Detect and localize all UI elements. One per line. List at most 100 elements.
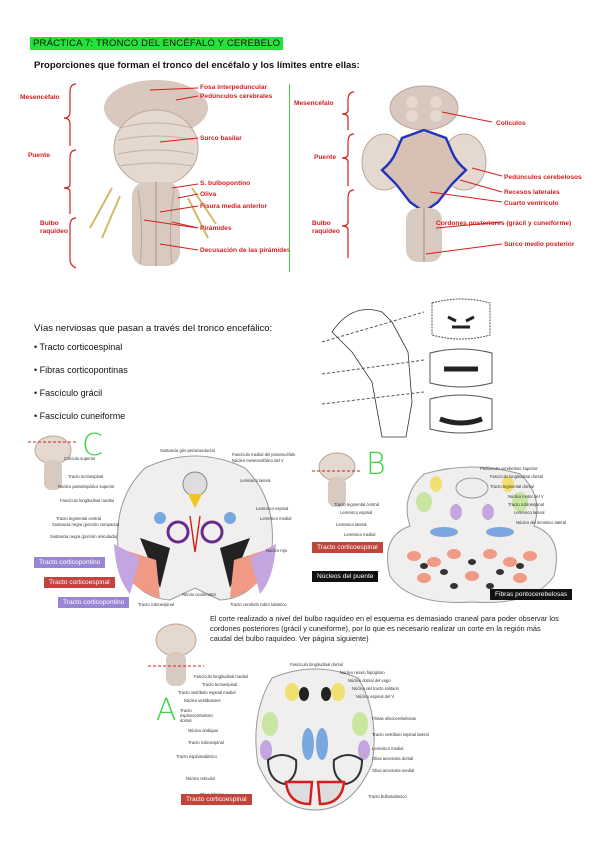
region-label-puente-post: Puente <box>314 154 336 161</box>
region-label-mesencefalo-post: Mesencéfalo <box>294 100 334 107</box>
section-a-label: Tracto tectoespinal <box>202 682 238 687</box>
section-a-label: Núcleo reticular <box>186 776 216 781</box>
section-a-label: Núcleo nervio hipogloso <box>340 670 385 675</box>
section-b-label: Fascículo longitudinal dorsal <box>490 474 543 479</box>
section-c-label: Sustancia gris periacueductal <box>160 448 215 453</box>
label-recesos-laterales: Recesos laterales <box>504 189 560 196</box>
tag-tracto-corticoespinal: Tracto corticoespinal <box>44 577 115 588</box>
tag-tracto-corticoespinal-a: Tracto corticoespinal <box>181 794 252 805</box>
thumb-level-b <box>312 449 362 509</box>
section-c-label: Colículo superior <box>64 456 96 461</box>
thumb-a-drawing <box>148 623 204 686</box>
region-label-puente: Puente <box>28 152 50 159</box>
label-fisura-media-anterior: Fisura media anterior <box>200 203 268 210</box>
tag-fibras-pontocerebelosas: Fibras pontocerebelosas <box>490 589 573 600</box>
section-c-label: Tracto tegmental central <box>56 516 101 521</box>
section-a-label: Fibras olivocerebelosas <box>372 716 416 721</box>
pathways-heading: Vías nerviosas que pasan a través del tr… <box>34 323 273 334</box>
section-levels-diagram <box>312 292 502 442</box>
section-letter-b: B <box>366 447 386 482</box>
section-thumbs-drawing <box>429 298 493 434</box>
section-subtitle: Proporciones que forman el tronco del en… <box>34 60 360 71</box>
section-a-note: El corte realizado a nivel del bulbo raq… <box>210 614 559 643</box>
section-c-drawing <box>114 455 276 601</box>
section-b-label: Núcleo motor del V <box>508 494 544 499</box>
pathway-item: • Tracto corticoespinal <box>34 342 123 352</box>
section-a-label: Oliva accesoria dorsal <box>372 756 414 761</box>
section-a-label: Fascículo longitudinal dorsal <box>290 662 343 667</box>
thumb-b-drawing <box>312 452 362 507</box>
section-c-figure: Sustancia gris periacueductal Colículo s… <box>50 448 295 608</box>
region-label-bulbo-post: Bulbo raquídeo <box>312 220 340 235</box>
pathway-label: Fascículo cuneiforme <box>39 411 126 421</box>
section-letter-c: C <box>82 428 103 463</box>
section-c-label: Tracto cerebelo rubro talámico <box>230 602 287 607</box>
brainstem-posterior-drawing <box>341 85 503 262</box>
pathway-label: Tracto corticoespinal <box>39 342 123 352</box>
label-decusacion: Decusación de las pirámides <box>200 247 291 254</box>
label-cordones-posteriores: Cordones posteriores (grácil y cuneiform… <box>436 220 572 227</box>
thumb-level-a <box>148 620 204 690</box>
section-a-label: Núcleo espinal del V <box>356 694 395 699</box>
pathway-item: • Fibras corticopontinas <box>34 365 128 375</box>
section-c-label: Fascículo medial del prosencéfalo <box>232 452 296 457</box>
section-a-label: Tracto vestíbulo espinal medial <box>178 690 236 695</box>
tag-tracto-corticopontino: Tracto corticopontino <box>34 557 106 568</box>
section-a-label: Núcleo vestibulares <box>184 698 221 703</box>
tag-tracto-corticoespinal-b: Tracto corticoespinal <box>312 542 383 553</box>
section-a-label: Oliva accesoria medial <box>372 768 415 773</box>
section-b-figure: Tracto tegmental central Lemnisco espina… <box>334 466 566 606</box>
section-c-label: Tracto tectoespinal <box>68 474 104 479</box>
section-b-label: Tracto tegmental central <box>334 502 379 507</box>
label-pedunculos-cerebelosos: Pedúnculos cerebelosos <box>504 174 582 181</box>
section-b-label: Pedúnculo cerebeloso superior <box>480 466 538 471</box>
section-a-label: Núcleo del tracto solitario <box>352 686 400 691</box>
label-coliculos: Colículos <box>496 120 526 127</box>
section-a-figure: Fascículo longitudinal medial Tracto tec… <box>176 662 429 814</box>
brainstem-anterior-drawing <box>63 80 217 269</box>
tag-tracto-corticopontino: Tracto corticopontino <box>58 597 130 608</box>
page-title: PRÁCTICA 7: TRONCO DEL ENCÉFALO Y CEREBE… <box>30 37 284 50</box>
section-c-label: Núcleo mesencefálico del V <box>232 458 284 463</box>
section-b-label: Lemnisco espinal <box>340 510 373 515</box>
section-b-label: Lemnisco lateral <box>514 510 545 515</box>
label-surco-basilar: Surco basilar <box>200 135 242 142</box>
label-cuarto-ventriculo: Cuarto ventrículo <box>504 200 559 207</box>
label-pedunculos-cerebrales: Pedúnculos cerebrales <box>200 93 273 100</box>
section-a-label: Lemnisco medial <box>372 746 404 751</box>
section-c-label: Lemnisco lateral <box>240 478 271 483</box>
section-a-label: Núcleo ambiguo <box>188 728 219 733</box>
pathway-label: Fibras corticopontinas <box>39 365 128 375</box>
section-c-label: Nervio oculomotor <box>182 592 216 597</box>
label-surco-medio-posterior: Surco medio posterior <box>504 241 575 248</box>
label-s-bulbopontino: S. bulbopontino <box>200 180 251 187</box>
thumb-level-c <box>28 432 78 492</box>
section-b-drawing <box>387 466 557 603</box>
figure-divider <box>289 84 290 272</box>
section-a-label: Fascículo longitudinal medial <box>194 674 248 679</box>
tag-nucleos-del-puente: Núcleos del puente <box>312 571 379 582</box>
section-thumbs <box>426 295 496 440</box>
section-c-label: Núcleo parasimpático superior <box>58 484 115 489</box>
section-c-label: Núcleo rojo <box>266 548 288 553</box>
section-a-label: Núcleo dorsal del vago <box>348 678 391 683</box>
section-b-label: Lemnisco medial <box>344 532 376 537</box>
brainstem-anterior-figure: Mesencéfalo Puente Bulbo raquídeo Fosa i… <box>20 78 291 273</box>
pathway-item: • Fascículo grácil <box>34 388 103 398</box>
section-c-label: Fascículo longitudinal medial <box>60 498 114 503</box>
section-a-label: Tracto vestíbulo espinal lateral <box>372 732 429 737</box>
section-c-label: Tracto rubroespinal <box>138 602 174 607</box>
section-c-label: Sustancia negra (porción compacta) <box>52 522 120 527</box>
region-label-bulbo: Bulbo raquídeo <box>40 220 68 235</box>
section-letter-a: A <box>156 693 177 728</box>
section-b-label: Tracto rubroespinal <box>508 502 544 507</box>
section-b-label: Tracto tegmental dorsal <box>490 484 534 489</box>
section-a-drawing <box>255 668 375 811</box>
label-fosa-interpeduncular: Fosa interpeduncular <box>200 84 268 91</box>
section-a-label: Tracto rubroespinal <box>188 740 224 745</box>
thumb-c-drawing <box>28 435 78 490</box>
section-levels-drawing <box>321 309 425 438</box>
section-b-label: Lemnisco lateral <box>336 522 367 527</box>
label-oliva: Oliva <box>200 191 217 198</box>
section-c-label: Lemnisco medial <box>260 516 292 521</box>
